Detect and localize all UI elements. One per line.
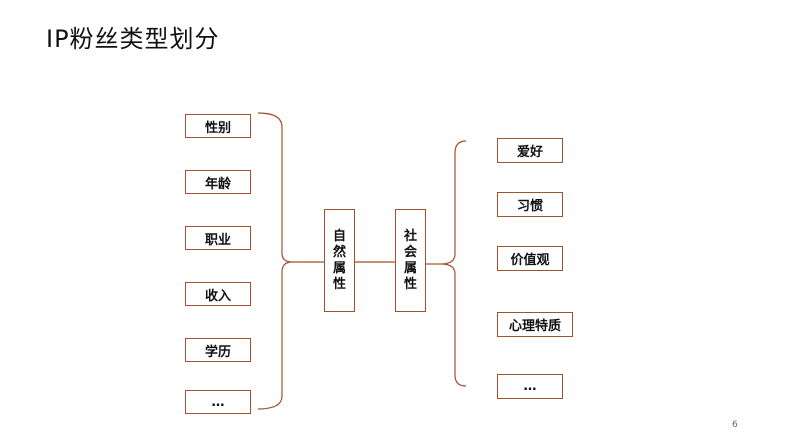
social-attribute-box: 社会属性 — [395, 209, 426, 312]
right-brace — [440, 140, 467, 387]
slide-title: IP粉丝类型划分 — [46, 25, 220, 53]
right-item-psychology: 心理特质 — [497, 312, 573, 337]
natural-attribute-box: 自然属性 — [324, 209, 355, 312]
left-brace — [257, 112, 293, 410]
left-item-education: 学历 — [185, 338, 251, 362]
natural-attribute-label: 自然属性 — [332, 228, 346, 292]
right-item-habit: 习惯 — [497, 192, 563, 217]
page-number: 6 — [732, 420, 738, 430]
left-item-more: … — [185, 390, 251, 414]
left-item-income: 收入 — [185, 282, 251, 306]
right-item-hobby: 爱好 — [497, 138, 563, 163]
right-item-more: … — [497, 374, 563, 399]
social-attribute-label: 社会属性 — [403, 228, 417, 292]
left-item-age: 年龄 — [185, 170, 251, 194]
left-item-occupation: 职业 — [185, 226, 251, 250]
left-item-gender: 性别 — [185, 114, 251, 138]
right-item-values: 价值观 — [497, 246, 563, 271]
